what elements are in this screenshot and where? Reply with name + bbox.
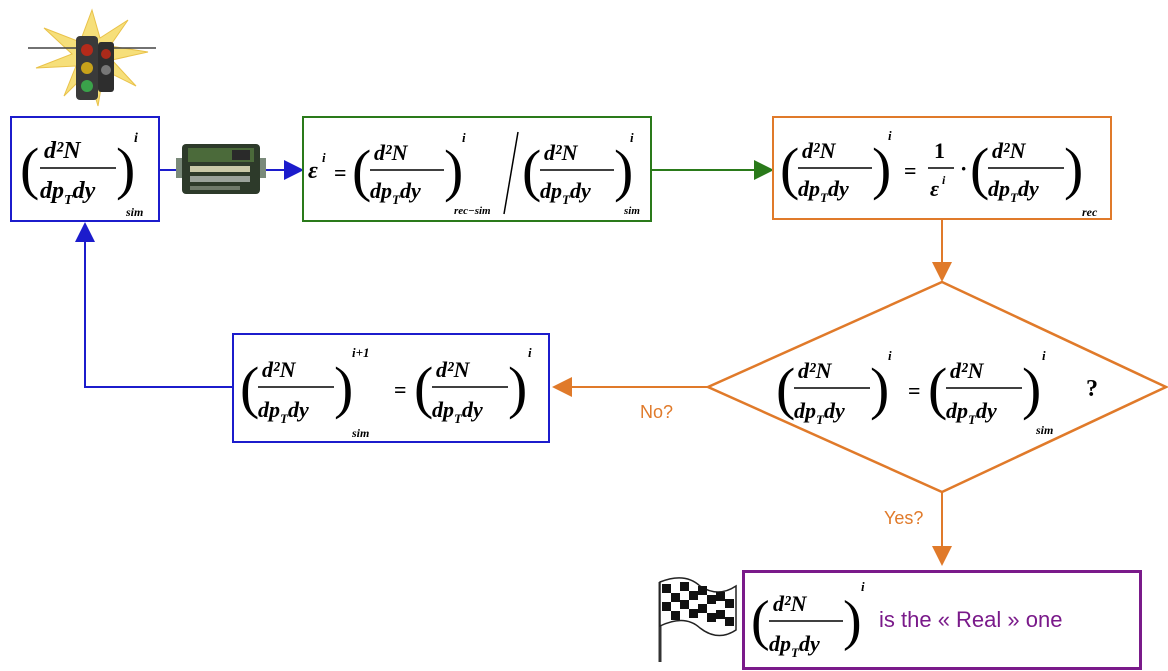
formula-numerator: d²N <box>44 138 82 164</box>
formula-superscript: i <box>888 348 892 363</box>
formula-subscript: sim <box>351 426 369 440</box>
formula-numerator: d²N <box>773 591 808 616</box>
efficiency-formula: ε i = ( d²N dpTdy ) i rec−sim ( d²N dpTd… <box>308 130 640 217</box>
formula-superscript: i <box>888 128 892 143</box>
formula-subscript: sim <box>1035 423 1053 437</box>
fraction-denominator: ε <box>930 176 939 201</box>
formula-superscript-2: i <box>630 130 634 145</box>
corrected-formula: ( d²N dpTdy ) i = 1 ε i · ( d²N dpTdy ) … <box>780 128 1098 219</box>
formula-superscript-2: i <box>528 345 532 360</box>
svg-text:): ) <box>444 138 463 203</box>
arrow-iteration-to-sim <box>75 222 232 388</box>
svg-text:(: ( <box>352 138 371 203</box>
checkered-flag-icon <box>658 577 737 662</box>
formula-superscript-2: i <box>1042 348 1046 363</box>
traffic-light-icon <box>28 8 156 107</box>
fraction-denominator-superscript: i <box>942 173 946 187</box>
multiply-dot: · <box>960 156 967 181</box>
svg-text:dpTdy: dpTdy <box>769 631 820 660</box>
svg-text:(: ( <box>522 138 541 203</box>
formula-numerator: d²N <box>798 358 833 383</box>
decision-formula: ( d²N dpTdy ) i = ( d²N dpTdy ) i sim ? <box>776 348 1098 437</box>
equals-sign: = <box>394 377 407 402</box>
result-box: ( d²N dpTdy ) i is the « Real » one <box>742 570 1142 670</box>
formula-numerator-2: d²N <box>436 357 471 382</box>
svg-text:dpTdy: dpTdy <box>370 178 421 207</box>
svg-text:): ) <box>334 355 353 420</box>
svg-text:dpTdy: dpTdy <box>794 398 845 427</box>
decision-diamond <box>704 280 1168 494</box>
sim-spectrum-box: ( d²N dpTdy ) i sim <box>10 116 160 222</box>
svg-text:): ) <box>870 356 889 421</box>
svg-text:(: ( <box>780 136 799 201</box>
detector-chip-icon <box>176 144 266 194</box>
svg-text:dpTdy: dpTdy <box>540 178 591 207</box>
result-formula: ( d²N dpTdy ) i <box>751 579 865 660</box>
svg-text:): ) <box>614 138 633 203</box>
formula-superscript: i <box>134 131 138 146</box>
epsilon-superscript: i <box>322 150 326 165</box>
equals-sign: = <box>904 158 917 183</box>
formula-subscript-2: sim <box>623 205 640 217</box>
svg-text:(: ( <box>20 136 39 201</box>
svg-text:): ) <box>843 590 862 652</box>
corrected-spectrum-box: ( d²N dpTdy ) i = 1 ε i · ( d²N dpTdy ) … <box>772 116 1112 220</box>
formula-numerator: d²N <box>802 138 837 163</box>
fraction-numerator: 1 <box>934 138 945 163</box>
formula-numerator-2: d²N <box>992 138 1027 163</box>
svg-text:dpTdy: dpTdy <box>40 178 96 208</box>
svg-text:(: ( <box>928 356 947 421</box>
svg-text:): ) <box>1064 136 1083 201</box>
svg-text:): ) <box>116 136 135 201</box>
svg-text:): ) <box>1022 356 1041 421</box>
svg-text:(: ( <box>240 355 259 420</box>
yes-label: Yes? <box>884 508 924 528</box>
svg-text:(: ( <box>751 590 770 652</box>
no-label: No? <box>640 402 674 422</box>
formula-numerator-2: d²N <box>544 140 579 165</box>
epsilon-symbol: ε <box>308 158 318 184</box>
svg-text:dpTdy: dpTdy <box>258 397 309 426</box>
formula-superscript: i <box>462 130 466 145</box>
efficiency-box: ε i = ( d²N dpTdy ) i rec−sim ( d²N dpTd… <box>302 116 652 222</box>
equals-sign: = <box>908 378 921 403</box>
formula-numerator: d²N <box>374 140 409 165</box>
question-mark: ? <box>1086 376 1098 402</box>
formula-subscript: rec <box>1082 205 1098 218</box>
formula-superscript: i+1 <box>352 345 370 360</box>
svg-text:dpTdy: dpTdy <box>798 176 849 205</box>
sim-spectrum-formula: ( d²N dpTdy ) i sim <box>20 131 143 219</box>
svg-text:dpTdy: dpTdy <box>946 398 997 427</box>
formula-subscript: rec−sim <box>454 205 491 217</box>
svg-text:(: ( <box>414 355 433 420</box>
svg-text:dpTdy: dpTdy <box>432 397 483 426</box>
equals-sign: = <box>334 160 347 185</box>
formula-subscript: sim <box>125 205 143 219</box>
svg-text:): ) <box>872 136 891 201</box>
iteration-box: ( d²N dpTdy ) i+1 sim = ( d²N dpTdy ) i <box>232 333 550 443</box>
formula-superscript: i <box>861 579 865 594</box>
formula-numerator-2: d²N <box>950 358 985 383</box>
svg-text:(: ( <box>970 136 989 201</box>
formula-numerator: d²N <box>262 357 297 382</box>
iteration-formula: ( d²N dpTdy ) i+1 sim = ( d²N dpTdy ) i <box>240 345 532 440</box>
real-one-label: is the « Real » one <box>879 607 1063 632</box>
svg-text:dpTdy: dpTdy <box>988 176 1039 205</box>
svg-text:(: ( <box>776 356 795 421</box>
svg-text:): ) <box>508 355 527 420</box>
